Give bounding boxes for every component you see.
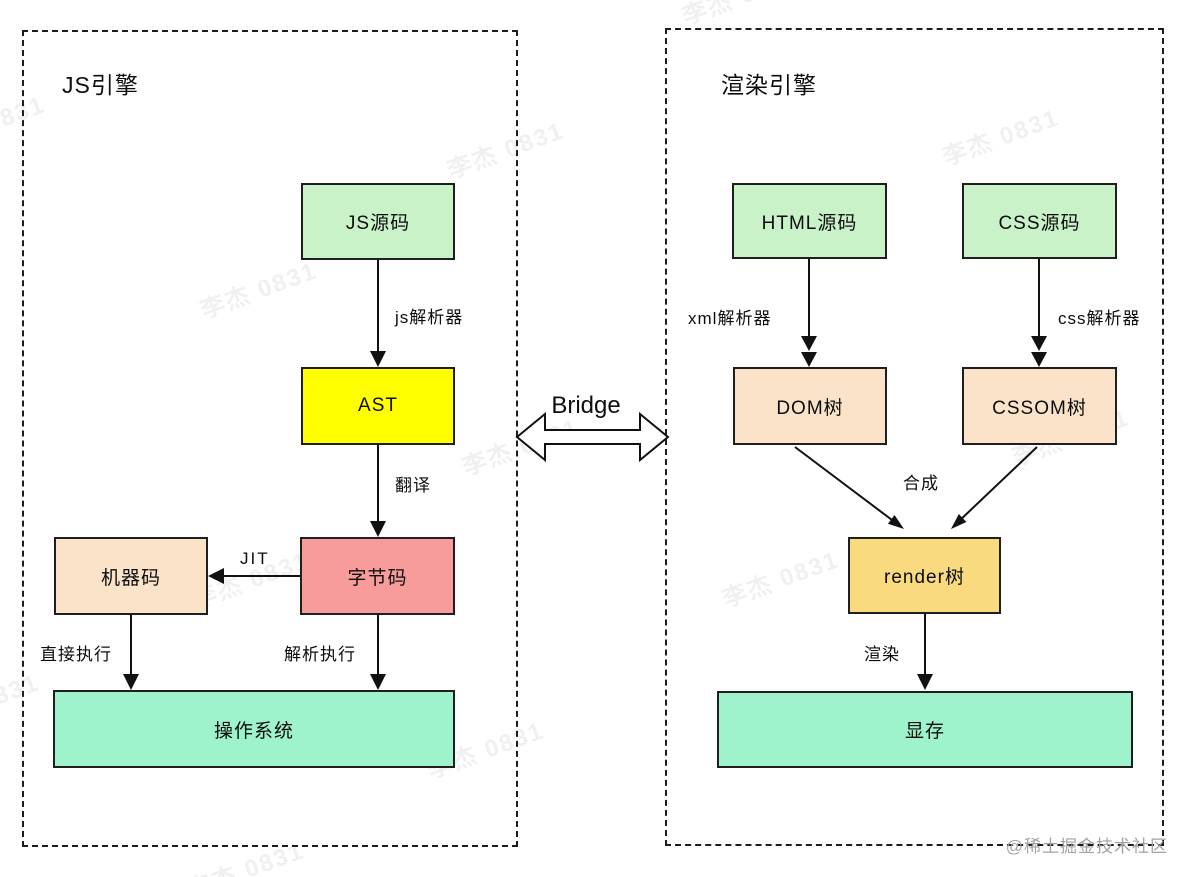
node-operating-system: 操作系统 xyxy=(53,690,455,768)
node-machine-code: 机器码 xyxy=(54,537,208,615)
edge-label-jit: JIT xyxy=(240,549,270,568)
edge-label-xml-parser: xml解析器 xyxy=(688,309,772,328)
community-watermark: @稀土掘金技术社区 xyxy=(1005,837,1168,856)
node-label: 显存 xyxy=(904,721,945,742)
bridge-label: Bridge xyxy=(551,392,621,419)
node-bytecode: 字节码 xyxy=(300,537,455,615)
node-label: AST xyxy=(358,395,398,416)
node-label: 操作系统 xyxy=(213,720,294,742)
node-js-source: JS源码 xyxy=(301,183,455,260)
edge-label-interpret-exec: 解析执行 xyxy=(284,645,356,664)
watermark-text: 李杰 0831 xyxy=(677,0,804,31)
node-label: CSSOM树 xyxy=(992,397,1087,419)
node-label: JS源码 xyxy=(345,213,411,234)
edge-label-js-parser: js解析器 xyxy=(395,308,464,327)
node-label: DOM树 xyxy=(776,397,844,419)
edge-label-direct-exec: 直接执行 xyxy=(40,645,112,664)
node-label: HTML源码 xyxy=(761,212,858,234)
node-label: 字节码 xyxy=(347,567,408,589)
edge-label-css-parser: css解析器 xyxy=(1058,309,1141,328)
node-dom-tree: DOM树 xyxy=(733,367,887,445)
edge-label-translate: 翻译 xyxy=(395,476,431,495)
node-video-memory: 显存 xyxy=(717,691,1133,768)
node-label: render树 xyxy=(884,567,965,588)
node-label: CSS源码 xyxy=(998,212,1081,234)
node-css-source: CSS源码 xyxy=(962,183,1117,259)
js-engine-title: JS引擎 xyxy=(62,72,139,98)
edge-label-compose: 合成 xyxy=(903,474,939,493)
node-ast: AST xyxy=(301,367,455,445)
node-cssom-tree: CSSOM树 xyxy=(962,367,1117,445)
render-engine-title: 渲染引擎 xyxy=(721,72,817,98)
node-render-tree: render树 xyxy=(848,537,1001,614)
node-label: 机器码 xyxy=(100,567,161,589)
edge-label-render: 渲染 xyxy=(864,645,900,664)
node-html-source: HTML源码 xyxy=(732,183,887,259)
